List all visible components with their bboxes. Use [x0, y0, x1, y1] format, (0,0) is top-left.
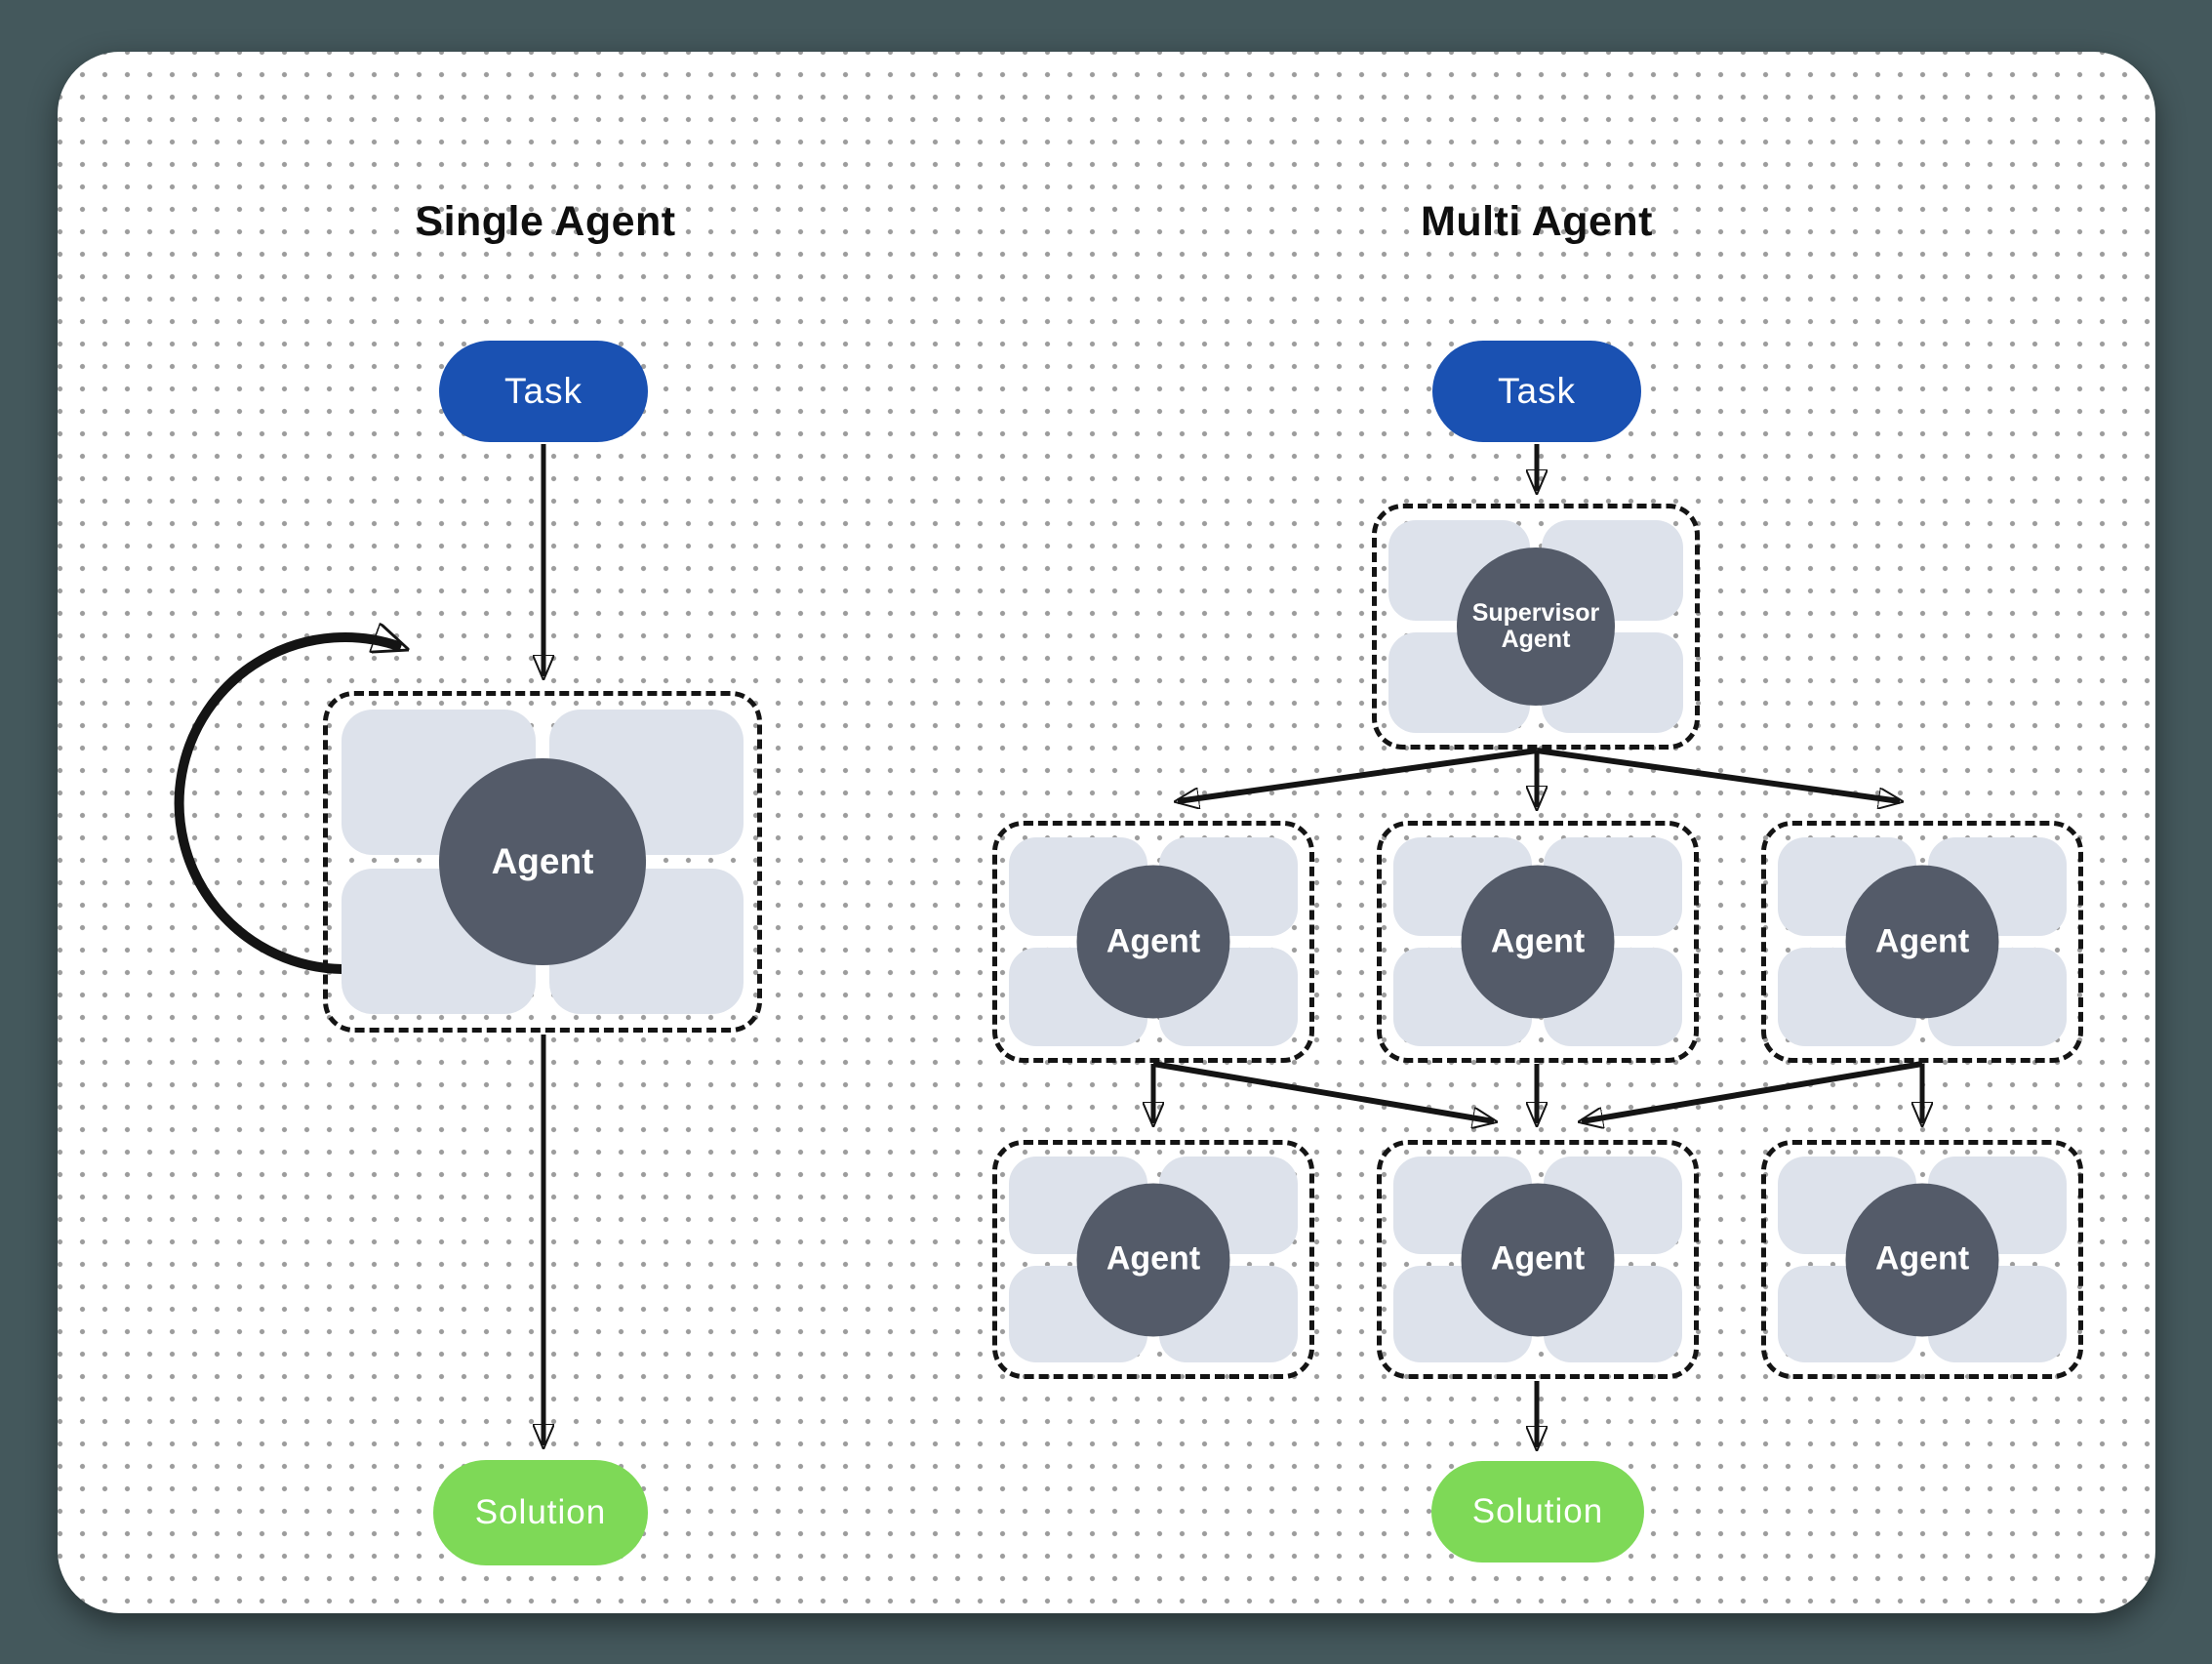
agent-box-5: Agent	[1377, 1140, 1699, 1379]
single-solution-node: Solution	[433, 1460, 648, 1565]
multi-task-label: Task	[1497, 371, 1577, 411]
supervisor-agent-circle: Supervisor Agent	[1457, 548, 1615, 706]
agent-circle: Agent	[1461, 1183, 1615, 1336]
agent-label: Agent	[1490, 1239, 1586, 1278]
connector-supervisor-to-agent-left	[1178, 748, 1538, 801]
agent-box-3: Agent	[1761, 821, 2083, 1063]
connector-agent1-to-agent5	[1152, 1061, 1494, 1121]
agent-box-1: Agent	[992, 821, 1314, 1063]
supervisor-agent-label: Supervisor Agent	[1471, 598, 1600, 653]
agent-circle: Agent	[1845, 865, 1999, 1019]
multi-solution-node: Solution	[1431, 1461, 1644, 1563]
agent-label: Agent	[1106, 1239, 1201, 1278]
agent-box-2: Agent	[1377, 821, 1699, 1063]
single-agent-label: Agent	[491, 840, 594, 881]
agent-label: Agent	[1874, 922, 1970, 960]
single-agent-title: Single Agent	[415, 198, 676, 245]
connector-supervisor-to-agent-right	[1536, 748, 1900, 801]
agent-label: Agent	[1874, 1239, 1970, 1278]
agent-circle: Agent	[1461, 865, 1615, 1019]
single-task-node: Task	[439, 341, 648, 442]
agent-label: Agent	[1490, 922, 1586, 960]
multi-agent-title: Multi Agent	[1421, 198, 1653, 245]
agent-box-6: Agent	[1761, 1140, 2083, 1379]
single-solution-label: Solution	[474, 1493, 607, 1531]
agent-circle: Agent	[1076, 1183, 1230, 1336]
agent-circle: Agent	[1076, 865, 1230, 1019]
connector-agent3-to-agent5	[1582, 1061, 1923, 1121]
agent-label: Agent	[1106, 922, 1201, 960]
single-task-label: Task	[503, 371, 583, 411]
single-agent-circle: Agent	[439, 758, 646, 965]
agent-circle: Agent	[1845, 1183, 1999, 1336]
multi-task-node: Task	[1432, 341, 1641, 442]
agent-box-4: Agent	[992, 1140, 1314, 1379]
supervisor-agent-box: Supervisor Agent	[1372, 504, 1700, 750]
single-agent-box: Agent	[323, 691, 762, 1033]
diagram-canvas: Single Agent Multi Agent	[58, 52, 2155, 1613]
multi-solution-label: Solution	[1471, 1492, 1604, 1530]
